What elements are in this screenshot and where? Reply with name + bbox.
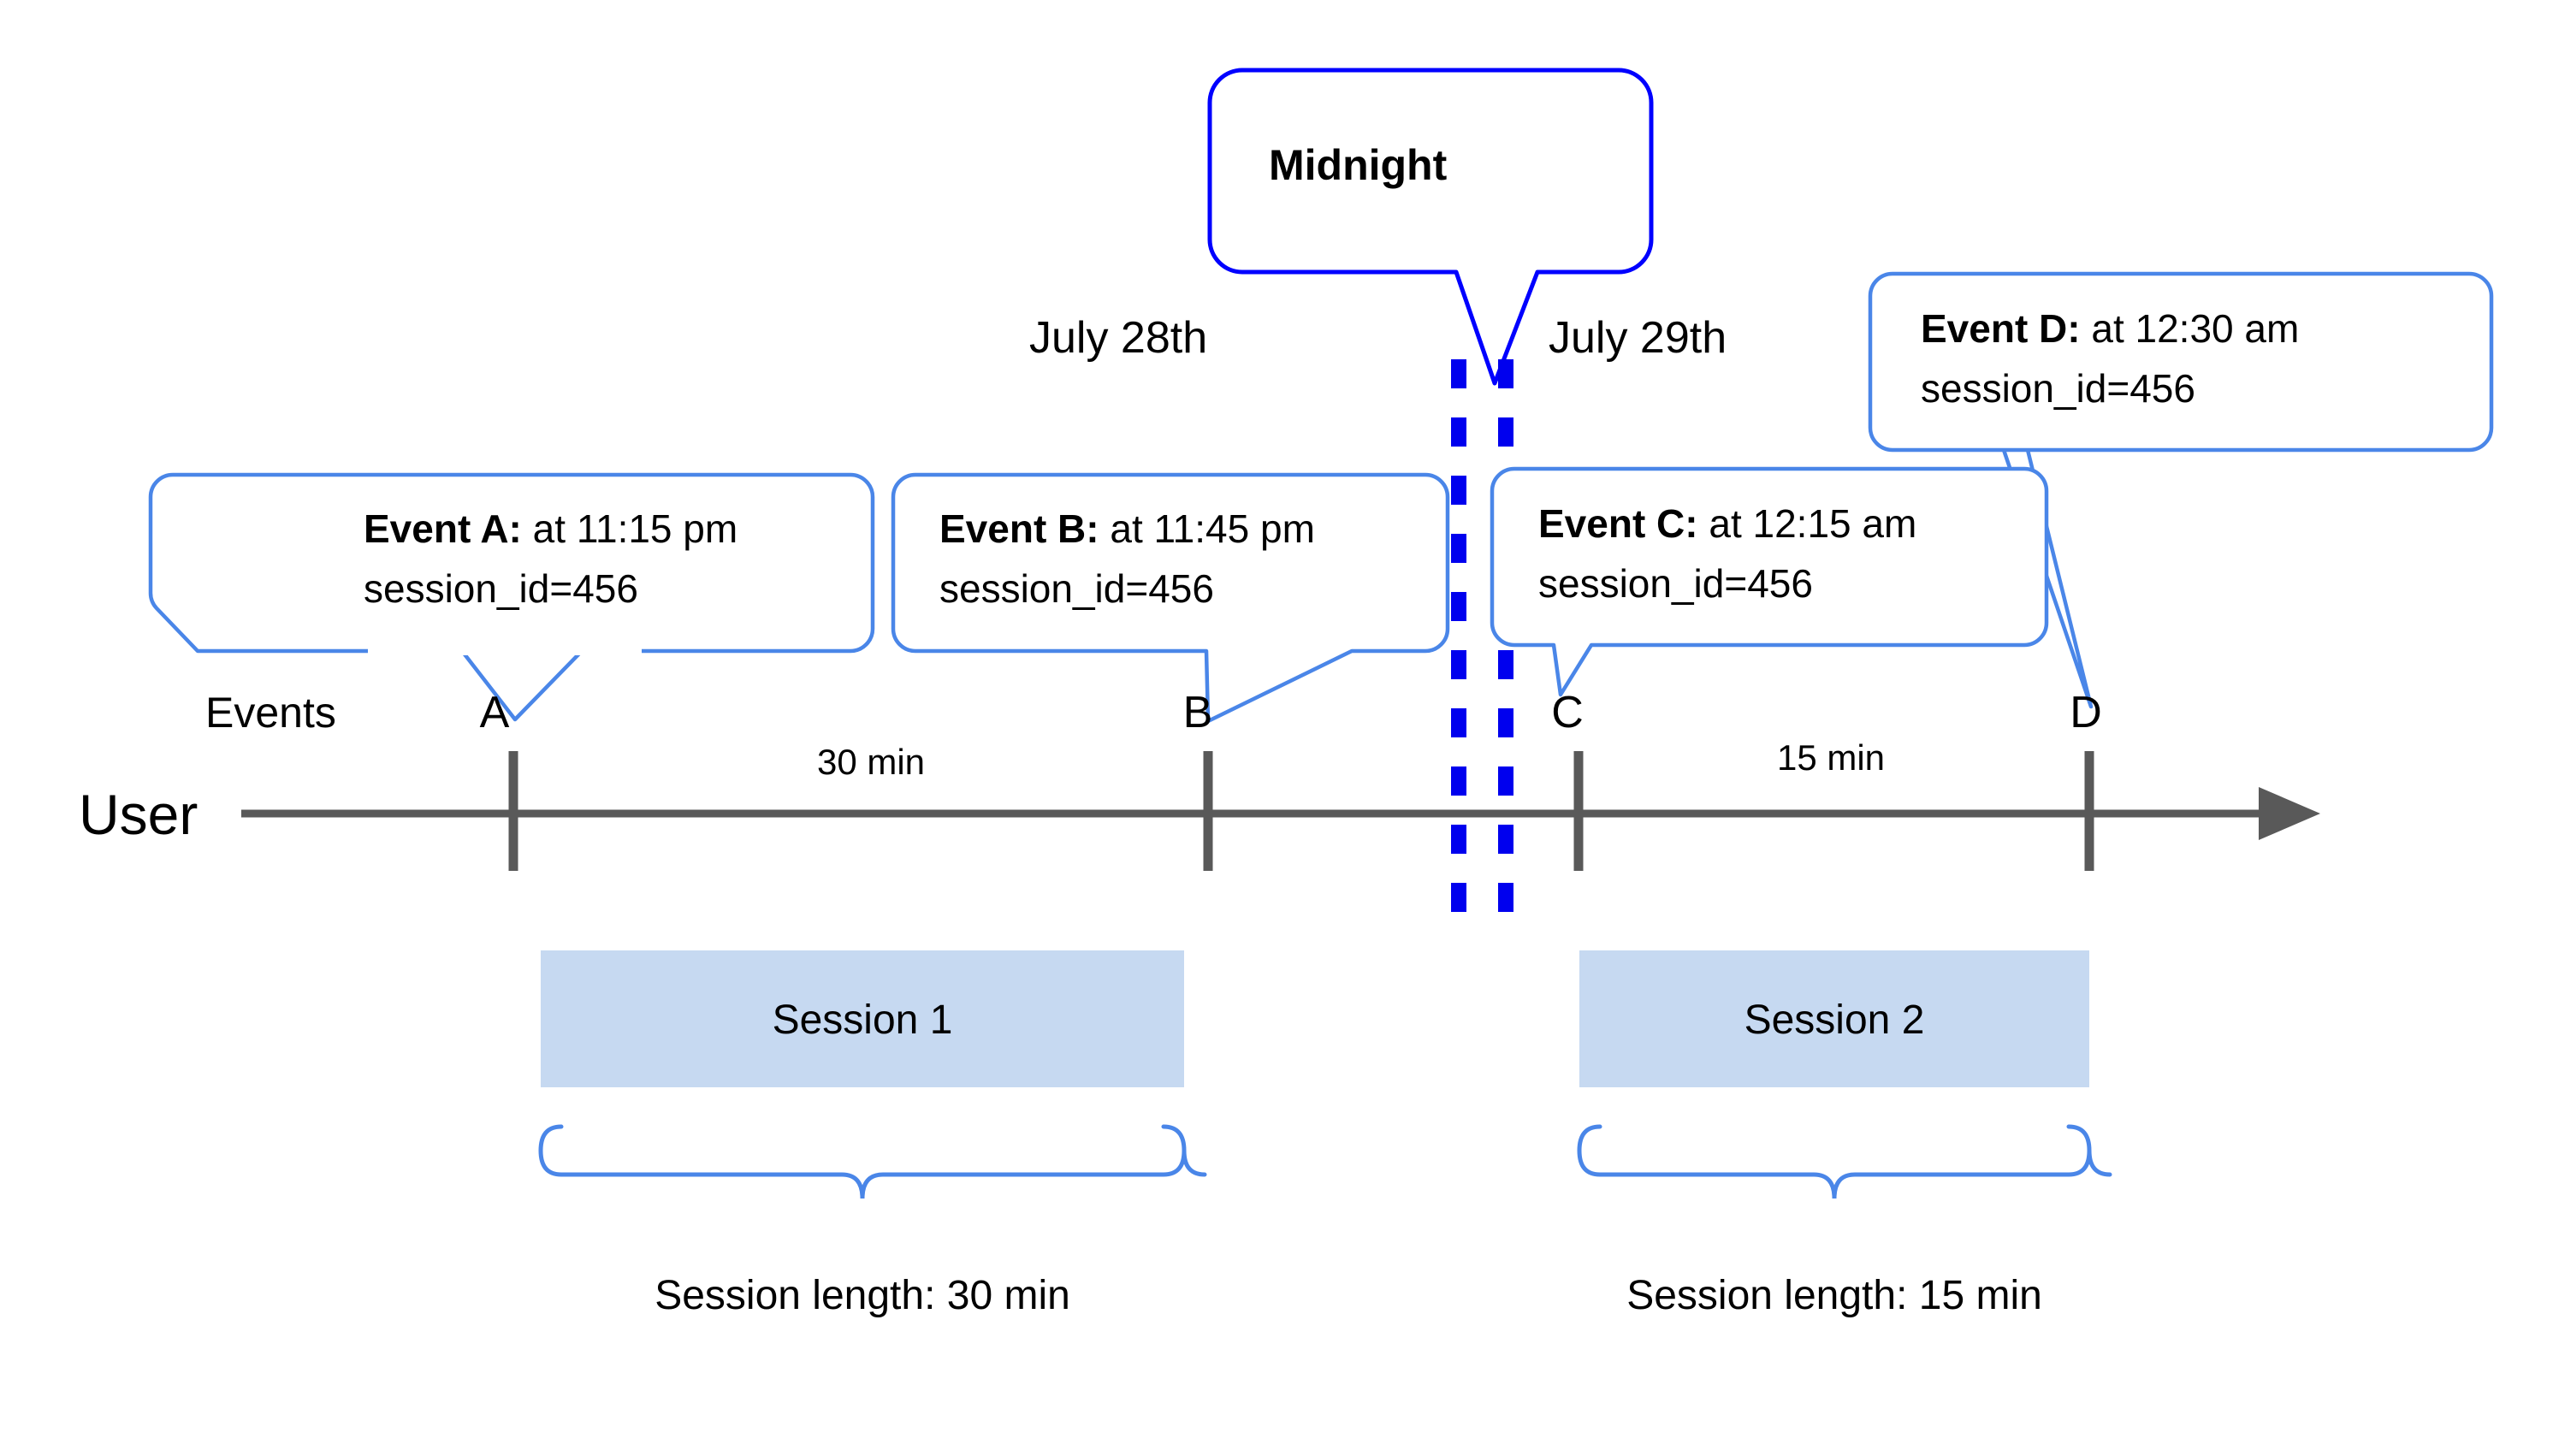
event-c-callout-shape bbox=[1490, 466, 2049, 697]
lane-label-events: Events bbox=[205, 689, 336, 737]
midnight-divider bbox=[1451, 359, 1513, 937]
event-d-time: at 12:30 am bbox=[2081, 306, 2300, 351]
event-marker-label-d: D bbox=[2070, 688, 2102, 737]
event-a-callout-title-line: Event A: at 11:15 pm bbox=[364, 506, 737, 551]
event-a-callout-shape bbox=[148, 472, 875, 654]
event-a-time: at 11:15 pm bbox=[522, 506, 737, 551]
session-2-label: Session 2 bbox=[1744, 997, 1925, 1043]
day-label-july-28: July 28th bbox=[1029, 313, 1207, 363]
session-1-brace bbox=[538, 1124, 1207, 1199]
midnight-callout[interactable]: Midnight bbox=[1207, 68, 1654, 386]
session-2-group[interactable]: Session 2 Session length: 15 min bbox=[1577, 950, 2112, 1318]
event-b-callout-title-line: Event B: at 11:45 pm bbox=[939, 506, 1315, 551]
session-2-brace bbox=[1577, 1124, 2112, 1199]
gap-label-ab: 30 min bbox=[817, 742, 925, 782]
timeline-axis bbox=[241, 751, 2320, 871]
event-c-time: at 12:15 am bbox=[1698, 501, 1917, 546]
event-a-title: Event A: bbox=[364, 506, 522, 551]
event-c-callout[interactable]: Event C: at 12:15 am session_id=456 bbox=[1490, 466, 2049, 697]
event-c-title: Event C: bbox=[1538, 501, 1698, 546]
timeline-axis-arrowhead bbox=[2259, 787, 2320, 840]
lane-label-user: User bbox=[79, 783, 198, 846]
event-d-title: Event D: bbox=[1921, 306, 2081, 351]
event-c-callout-title-line: Event C: at 12:15 am bbox=[1538, 501, 1916, 546]
event-a-callout-tail bbox=[460, 649, 583, 722]
event-a-detail: session_id=456 bbox=[364, 566, 638, 611]
event-marker-label-c: C bbox=[1551, 688, 1584, 737]
midnight-callout-shape bbox=[1207, 68, 1654, 386]
event-marker-label-a: A bbox=[480, 688, 510, 737]
day-label-july-29: July 29th bbox=[1549, 313, 1727, 363]
event-d-detail: session_id=456 bbox=[1921, 366, 2195, 411]
session-1-length-label: Session length: 30 min bbox=[655, 1273, 1070, 1318]
event-marker-label-b: B bbox=[1183, 688, 1213, 737]
event-a-tail-mask bbox=[368, 633, 642, 655]
session-2-length-label: Session length: 15 min bbox=[1626, 1273, 2042, 1318]
event-b-detail: session_id=456 bbox=[939, 566, 1214, 611]
session-1-label: Session 1 bbox=[773, 997, 953, 1043]
gap-label-cd: 15 min bbox=[1777, 737, 1885, 778]
event-a-callout[interactable]: Event A: at 11:15 pm session_id=456 bbox=[148, 472, 875, 722]
event-d-callout[interactable]: Event D: at 12:30 am session_id=456 bbox=[1868, 271, 2494, 709]
event-b-time: at 11:45 pm bbox=[1099, 506, 1315, 551]
event-b-title: Event B: bbox=[939, 506, 1099, 551]
event-b-callout[interactable]: Event B: at 11:45 pm session_id=456 bbox=[891, 472, 1450, 724]
event-c-detail: session_id=456 bbox=[1538, 561, 1813, 606]
session-1-bar bbox=[541, 950, 1184, 1087]
event-b-callout-shape bbox=[891, 472, 1450, 724]
session-1-group[interactable]: Session 1 Session length: 30 min bbox=[538, 950, 1207, 1318]
event-d-callout-title-line: Event D: at 12:30 am bbox=[1921, 306, 2299, 351]
midnight-callout-label: Midnight bbox=[1269, 141, 1448, 189]
session-2-bar bbox=[1579, 950, 2089, 1087]
